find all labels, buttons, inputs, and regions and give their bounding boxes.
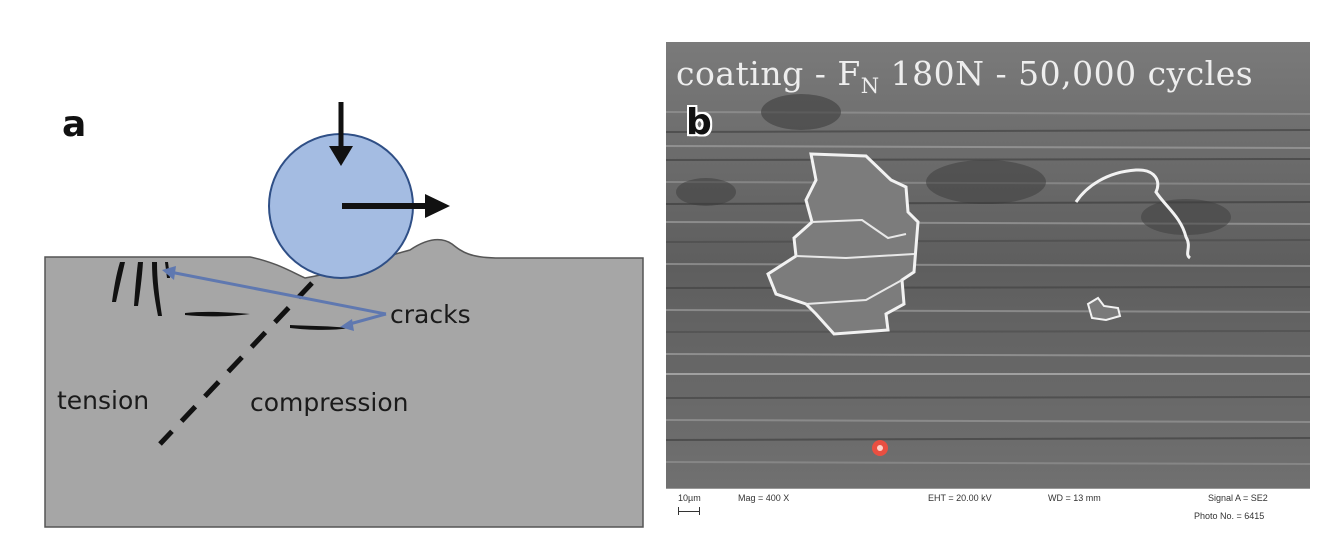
scale-label: 10µm [678,493,701,503]
compression-label: compression [250,388,409,417]
eht-voltage: EHT = 20.00 kV [928,493,992,503]
crack-pointer-arrow [340,319,354,331]
panel-a-diagram: a cracks tension compression [0,0,660,548]
tension-crack [112,262,125,302]
working-distance: WD = 13 mm [1048,493,1101,503]
sem-micrograph [666,42,1310,488]
tension-crack [134,262,143,306]
lateral-crack [185,311,250,317]
magnification: Mag = 400 X [738,493,790,503]
stress-boundary-dashed [158,281,314,446]
lateral-crack [290,325,350,330]
panel-b-sem-image: coating - FN 180N - 50,000 cycles b 10µm… [666,42,1310,526]
small-delamination [1086,296,1122,322]
substrate [44,238,644,528]
tension-label: tension [57,386,150,415]
panel-b-label: b [686,102,712,143]
delamination-region [766,152,920,336]
scale-bar [678,507,700,515]
panel-a-label: a [62,104,87,145]
cracks-label: cracks [390,300,471,329]
photo-number: Photo No. = 6415 [1194,511,1265,521]
coating-crack [1074,168,1192,260]
tension-crack [152,262,162,316]
contact-schematic [44,102,644,528]
sem-data-bar: 10µm Mag = 400 X EHT = 20.00 kV WD = 13 … [666,488,1310,526]
sliding-direction-arrow [425,194,450,218]
crack-pointer-arrow [162,266,176,280]
sem-title: coating - FN 180N - 50,000 cycles [676,54,1254,98]
normal-load-arrow [329,146,353,166]
signal: Signal A = SE2 [1208,493,1268,503]
